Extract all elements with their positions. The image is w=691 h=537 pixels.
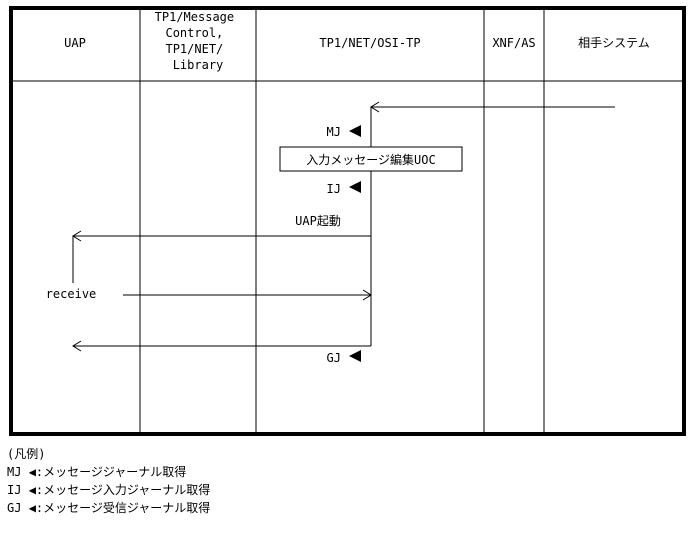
- column-header-partner-system: 相手システム: [578, 36, 650, 50]
- legend-desc: :メッセージ入力ジャーナル取得: [35, 483, 211, 497]
- legend-code: MJ: [7, 465, 22, 479]
- receive-label: receive: [46, 287, 97, 301]
- mj-marker-icon: [349, 125, 361, 137]
- ij-label: IJ: [327, 182, 341, 196]
- legend: (凡例) MJ ◀:メッセージジャーナル取得 IJ ◀:メッセージ入力ジャーナル…: [7, 445, 210, 517]
- return-arrowhead: [72, 340, 82, 352]
- legend-marker-icon: ◀: [28, 501, 36, 515]
- uap-start-label: UAP起動: [295, 214, 341, 228]
- legend-item-mj: MJ ◀:メッセージジャーナル取得: [7, 463, 210, 481]
- legend-desc: :メッセージ受信ジャーナル取得: [35, 501, 211, 515]
- legend-title: (凡例): [7, 447, 46, 461]
- legend-item-gj: GJ ◀:メッセージ受信ジャーナル取得: [7, 499, 210, 517]
- diagram-frame: [9, 6, 686, 436]
- uoc-box: [279, 146, 463, 172]
- column-header-osi-tp: TP1/NET/OSI-TP: [319, 36, 420, 50]
- gj-marker-icon: [349, 350, 361, 362]
- legend-desc: :メッセージジャーナル取得: [35, 465, 187, 479]
- uoc-box-label: 入力メッセージ編集UOC: [306, 152, 435, 167]
- receive-arrowhead: [362, 289, 372, 301]
- column-header-xnf-as: XNF/AS: [492, 36, 535, 50]
- legend-marker-icon: ◀: [28, 483, 36, 497]
- gj-label: GJ: [327, 351, 341, 365]
- mj-label: MJ: [327, 125, 341, 139]
- legend-code: IJ: [7, 483, 22, 497]
- legend-item-ij: IJ ◀:メッセージ入力ジャーナル取得: [7, 481, 210, 499]
- ij-marker-icon: [349, 181, 361, 193]
- legend-code: GJ: [7, 501, 22, 515]
- legend-marker-icon: ◀: [28, 465, 36, 479]
- sequence-diagram: UAP TP1/Message Control, TP1/NET/ Librar…: [9, 6, 686, 436]
- column-header-uap: UAP: [64, 36, 86, 50]
- column-header-message-control: TP1/Message Control, TP1/NET/ Library: [155, 10, 242, 72]
